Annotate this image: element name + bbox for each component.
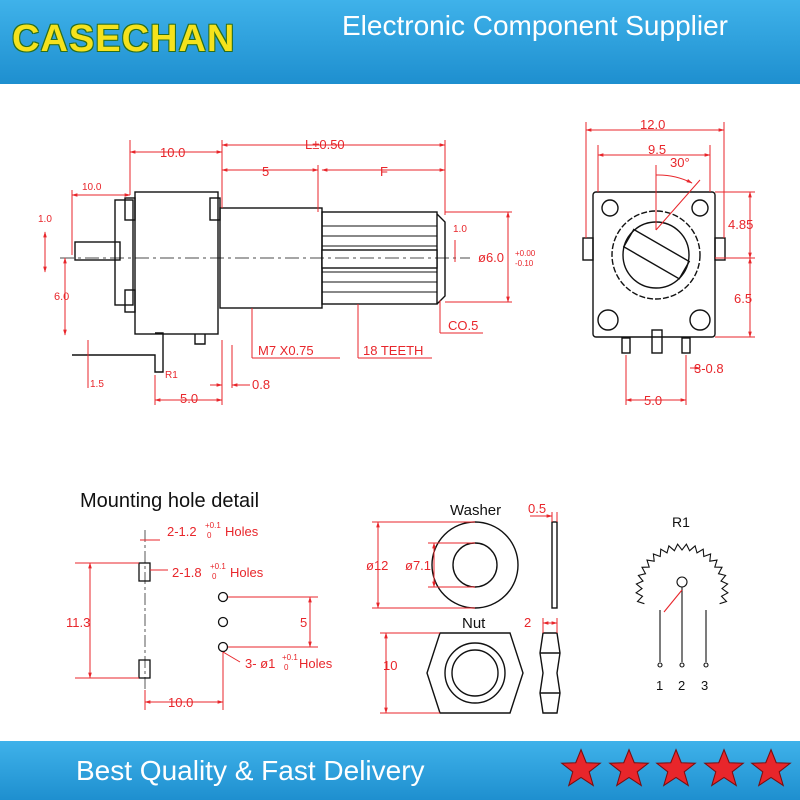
dim-0-8: 0.8 bbox=[252, 377, 270, 392]
dim-11-3: 11.3 bbox=[66, 615, 90, 630]
dim-front-9-5: 9.5 bbox=[648, 142, 666, 157]
front-body bbox=[592, 191, 716, 338]
header-banner bbox=[0, 0, 800, 84]
hole-a-holes: Holes bbox=[225, 524, 259, 539]
side-view bbox=[60, 191, 470, 373]
hole-c-zero: 0 bbox=[284, 663, 289, 672]
washer bbox=[431, 521, 558, 609]
footer-slogan: Best Quality & Fast Delivery bbox=[76, 755, 425, 786]
dim-front-12: 12.0 bbox=[640, 117, 665, 132]
dim-left-1: 1.0 bbox=[38, 214, 52, 225]
pin-2: 2 bbox=[678, 678, 685, 693]
dim-L: L±0.50 bbox=[305, 137, 345, 152]
hole-a-zero: 0 bbox=[207, 531, 212, 540]
mount-hole bbox=[217, 591, 229, 603]
dim-washer-inner: ø7.1 bbox=[405, 558, 431, 573]
dim-front-5: 5.0 bbox=[644, 393, 662, 408]
hole-c-holes: Holes bbox=[299, 656, 333, 671]
washer-inner bbox=[452, 542, 498, 588]
front-view bbox=[582, 191, 726, 354]
star-icon bbox=[750, 748, 792, 787]
front-view-dimensions bbox=[585, 122, 755, 405]
hole-a-tol: +0.1 bbox=[205, 521, 221, 530]
hole-a-label: 2-1.2 bbox=[167, 524, 197, 539]
star-icon bbox=[702, 748, 745, 787]
dim-nut-thick: 2 bbox=[524, 615, 531, 630]
dim-thread: M7 X0.75 bbox=[258, 343, 314, 358]
side-pin bbox=[74, 241, 121, 261]
mount-slot-top bbox=[138, 562, 151, 582]
hole-c-label: 3- ø1 bbox=[245, 656, 275, 671]
dim-side-10: 10.0 bbox=[160, 145, 185, 160]
rating-stars bbox=[560, 746, 792, 790]
technical-drawing: 10.0 L±0.50 5 F 10.0 1.0 6.0 1.0 ø6.0 +0… bbox=[38, 117, 755, 714]
hole-b-holes: Holes bbox=[230, 565, 264, 580]
nut-title: Nut bbox=[462, 615, 486, 632]
mount-hole bbox=[217, 641, 229, 653]
pin-3: 3 bbox=[701, 678, 708, 693]
washer-title: Washer bbox=[450, 502, 501, 519]
washer-outer bbox=[431, 521, 519, 609]
nut-side bbox=[539, 632, 561, 714]
dim-nut-height: 10 bbox=[383, 658, 397, 673]
star-icon bbox=[560, 748, 602, 787]
dim-right-1: 1.0 bbox=[453, 224, 467, 235]
dim-front-6-5: 6.5 bbox=[734, 291, 752, 306]
dim-1-5: 1.5 bbox=[90, 379, 104, 390]
dim-6: 6.0 bbox=[54, 291, 69, 303]
dim-front-3-0-8: 3-0.8 bbox=[694, 361, 724, 376]
dim-front-4-85: 4.85 bbox=[728, 217, 753, 232]
side-body bbox=[134, 191, 219, 335]
dim-chamfer: CO.5 bbox=[448, 318, 478, 333]
star-icon bbox=[607, 748, 650, 787]
dim-angle-30: 30° bbox=[670, 155, 690, 170]
dim-mount-10: 10.0 bbox=[168, 695, 193, 710]
mounting-holes bbox=[138, 530, 229, 690]
mounting-title: Mounting hole detail bbox=[80, 490, 259, 512]
brand-logo: CASECHAN bbox=[12, 18, 236, 60]
schematic-title: R1 bbox=[672, 514, 690, 530]
side-bracket bbox=[114, 199, 134, 306]
dim-F: F bbox=[380, 164, 388, 179]
mount-slot-bottom bbox=[138, 659, 151, 679]
pin-1: 1 bbox=[656, 678, 663, 693]
nut bbox=[426, 632, 561, 714]
dim-tol-down: -0.10 bbox=[515, 259, 534, 268]
dim-teeth: 18 TEETH bbox=[363, 343, 423, 358]
resistor-arc bbox=[635, 543, 729, 605]
dim-washer-thick: 0.5 bbox=[528, 501, 546, 516]
dim-tol-up: +0.00 bbox=[515, 249, 536, 258]
dim-mount-5: 5 bbox=[300, 615, 307, 630]
header-tagline: Electronic Component Supplier bbox=[342, 10, 728, 41]
dim-5: 5 bbox=[262, 164, 269, 179]
potentiometer-symbol bbox=[635, 543, 729, 668]
dim-r1: R1 bbox=[165, 370, 178, 381]
washer-side bbox=[551, 521, 558, 609]
star-icon bbox=[655, 748, 697, 787]
mount-hole bbox=[217, 616, 229, 628]
dim-diameter-6: ø6.0 bbox=[478, 250, 504, 265]
nut-hex bbox=[426, 632, 524, 714]
hole-b-zero: 0 bbox=[212, 572, 217, 581]
dim-washer-outer: ø12 bbox=[366, 558, 388, 573]
dim-left-10: 10.0 bbox=[82, 182, 102, 193]
hole-c-tol: +0.1 bbox=[282, 653, 298, 662]
side-view-dimensions bbox=[43, 140, 512, 405]
side-terminal bbox=[72, 332, 164, 373]
dim-bottom-5: 5.0 bbox=[180, 391, 198, 406]
hole-b-tol: +0.1 bbox=[210, 562, 226, 571]
hole-b-label: 2-1.8 bbox=[172, 565, 202, 580]
